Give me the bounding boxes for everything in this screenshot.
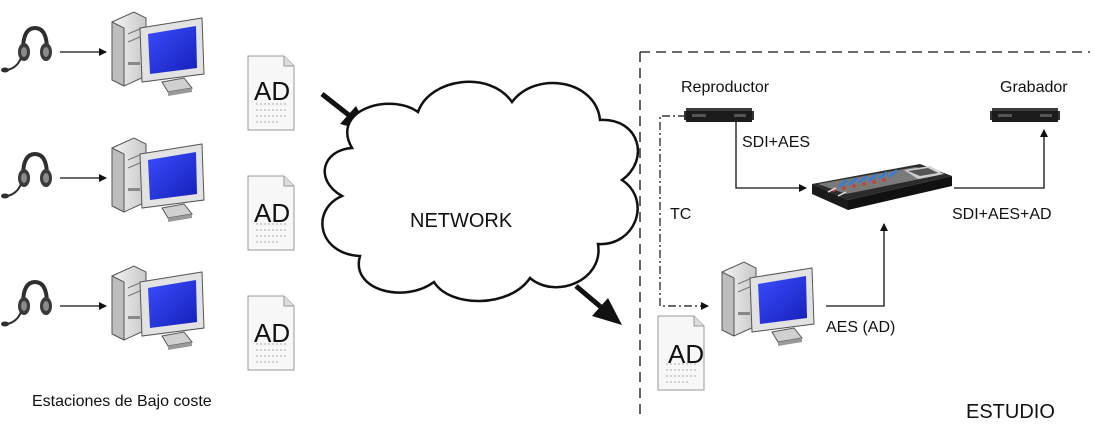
aes-ad-line	[826, 223, 888, 307]
computer-icon	[111, 137, 205, 223]
sdi-aes-line	[735, 122, 807, 192]
headset-icon	[0, 280, 54, 329]
studio-label: ESTUDIO	[966, 401, 1055, 423]
ad-document-icon: AD	[247, 295, 295, 371]
player-label: Reproductor	[681, 79, 770, 96]
network-label: NETWORK	[410, 210, 513, 232]
stations-label: Estaciones de Bajo coste	[32, 393, 212, 410]
aes-ad-label: AES (AD)	[826, 319, 896, 336]
recorder-label: Grabador	[1000, 79, 1068, 96]
ad-document-label: AD	[254, 198, 290, 228]
player-device-icon	[684, 108, 754, 122]
sdi-aes-label: SDI+AES	[742, 134, 811, 151]
ad-document-icon: AD	[247, 55, 295, 131]
studio-computer-icon	[721, 261, 815, 347]
tc-label: TC	[670, 206, 692, 223]
tc-line	[659, 115, 709, 310]
computer-icon	[111, 11, 205, 97]
ad-document-label: AD	[254, 318, 290, 348]
ad-document-icon: AD	[247, 175, 295, 251]
download-arrow	[574, 284, 622, 325]
headset-icon	[0, 152, 54, 201]
ad-document-label: AD	[254, 76, 290, 106]
recorder-device-icon	[990, 108, 1060, 122]
sdi-aes-ad-label: SDI+AES+AD	[952, 206, 1052, 223]
headset-icon	[0, 26, 54, 75]
studio-boundary	[639, 51, 1090, 415]
network-cloud	[321, 80, 640, 303]
computer-icon	[111, 265, 205, 351]
audio-mixer-icon	[810, 162, 954, 212]
ad-document-icon: AD	[657, 315, 705, 391]
sdi-aes-ad-line	[954, 129, 1048, 189]
ad-document-label: AD	[668, 339, 704, 369]
